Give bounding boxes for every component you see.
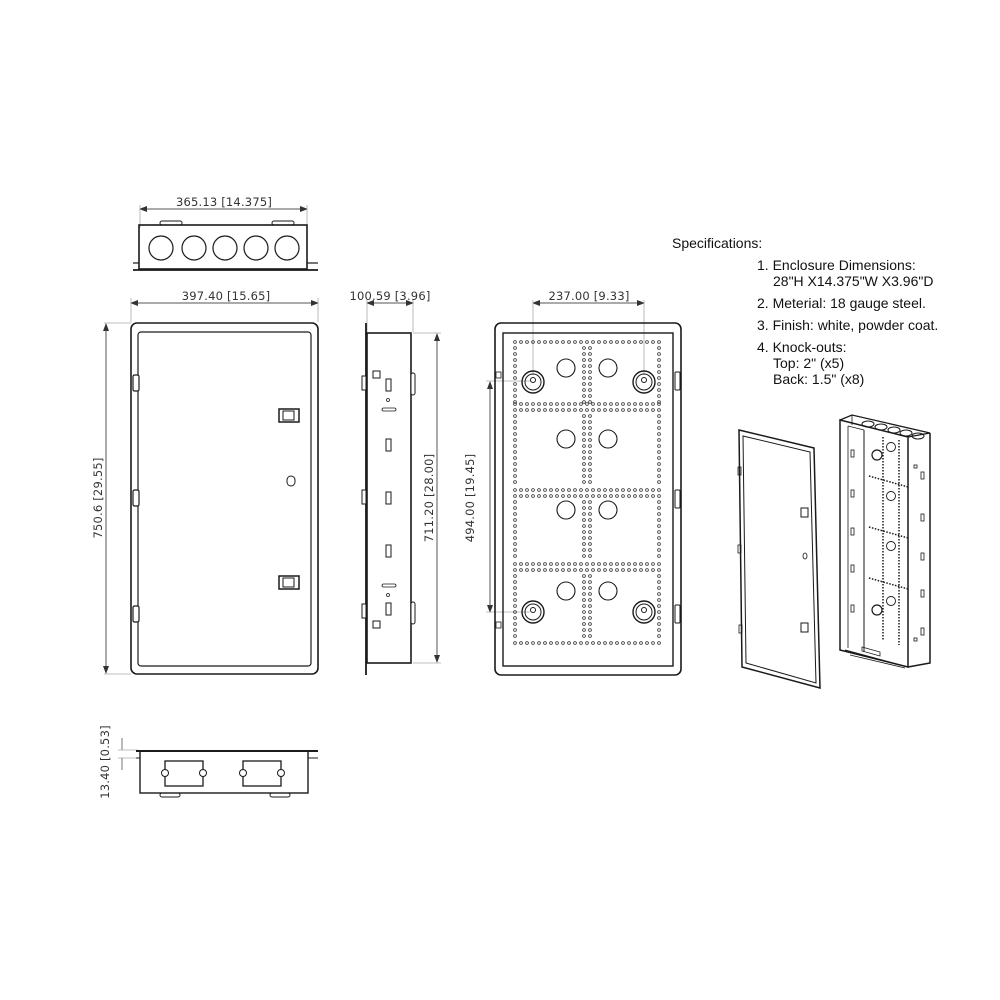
knockout-holes [556,358,618,601]
specifications-list: 1. Enclosure Dimensions: 28"H X14.375"W … [757,257,938,393]
spec-item-label: 3. Finish: white, powder coat. [757,317,939,333]
spec-item-label: 4. Knock-outs: [757,339,847,355]
back-hole-spacing-h-dimension: 237.00 [9.33] [548,289,629,303]
spec-item-label: 2. Meterial: 18 gauge steel. [757,295,926,311]
spec-item-dimensions: 1. Enclosure Dimensions: 28"H X14.375"W … [757,257,938,289]
spec-item-detail: Back: 1.5" (x8) [773,371,865,387]
back-view: 237.00 [9.33] 494.00 [19.45] [463,289,682,676]
perforation-grid [513,340,661,645]
keyhole-mounts [521,370,656,624]
side-depth-dimension: 100.59 [3.96] [349,289,430,303]
isometric-box [839,414,931,669]
spec-item-finish: 3. Finish: white, powder coat. [757,317,938,333]
front-view: 397.40 [15.65] 750.6 [29.55] [91,289,319,675]
top-width-dimension: 365.13 [14.375] [176,195,272,209]
isometric-cover [737,429,821,689]
front-height-dimension: 750.6 [29.55] [91,457,105,538]
spec-item-material: 2. Meterial: 18 gauge steel. [757,295,938,311]
back-hole-spacing-v-dimension: 494.00 [19.45] [463,454,477,543]
isometric-view [737,414,931,689]
spec-item-label: 1. Enclosure Dimensions: [757,257,916,273]
front-width-dimension: 397.40 [15.65] [182,289,271,303]
side-view: 100.59 [3.96] 711.20 [28.00] [349,289,441,675]
bottom-flange-dimension: 13.40 [0.53] [98,725,112,799]
specifications-title: Specifications: [672,235,763,251]
spec-item-detail: 28"H X14.375"W X3.96"D [773,273,934,289]
bottom-view: 13.40 [0.53] [98,725,318,799]
side-height-dimension: 711.20 [28.00] [422,454,436,543]
spec-item-knockouts: 4. Knock-outs: Top: 2" (x5) Back: 1.5" (… [757,339,938,387]
spec-item-detail: Top: 2" (x5) [773,355,845,371]
top-view: 365.13 [14.375] [133,195,318,271]
